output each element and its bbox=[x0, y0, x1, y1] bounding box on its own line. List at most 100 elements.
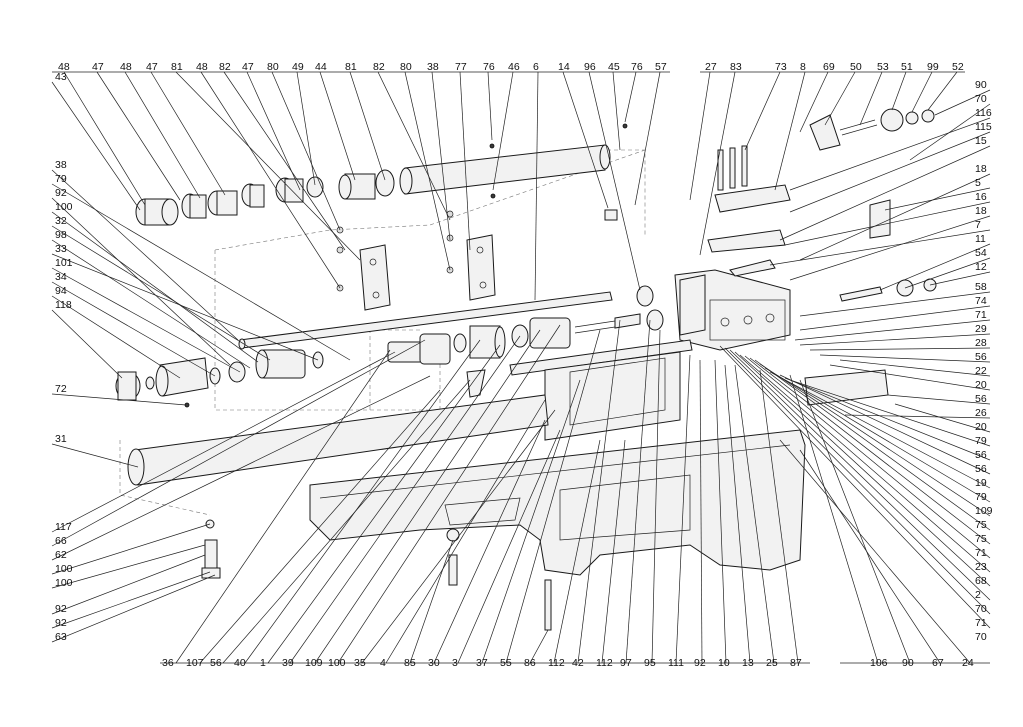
callout-label: 70 bbox=[975, 631, 987, 643]
callout-label: 66 bbox=[55, 535, 67, 547]
callout-label: 90 bbox=[975, 79, 987, 91]
callout-label: 36 bbox=[162, 657, 174, 669]
callout-label: 76 bbox=[483, 61, 495, 73]
callout-label: 29 bbox=[975, 323, 987, 335]
callout-label: 92 bbox=[694, 657, 706, 669]
callout-label: 80 bbox=[400, 61, 412, 73]
callout-label: 44 bbox=[315, 61, 327, 73]
callout-label: 100 bbox=[328, 657, 346, 669]
callout-label: 109 bbox=[975, 505, 993, 517]
callout-label: 50 bbox=[850, 61, 862, 73]
callout-label: 82 bbox=[219, 61, 231, 73]
callout-label: 49 bbox=[292, 61, 304, 73]
small-parts bbox=[201, 123, 628, 631]
callout-label: 40 bbox=[234, 657, 246, 669]
callout-label: 1 bbox=[260, 657, 266, 669]
callout-label: 101 bbox=[55, 257, 73, 269]
callout-label: 56 bbox=[975, 393, 987, 405]
callout-label: 31 bbox=[55, 433, 67, 445]
inner-barrel-part bbox=[238, 291, 613, 350]
callout-label: 112 bbox=[548, 657, 565, 669]
callout-label: 81 bbox=[171, 61, 183, 73]
callout-label: 79 bbox=[975, 435, 987, 447]
callout-label: 55 bbox=[500, 657, 512, 669]
callout-label: 35 bbox=[354, 657, 366, 669]
callout-label: 71 bbox=[975, 617, 987, 629]
callout-label: 118 bbox=[55, 299, 72, 311]
callout-label: 25 bbox=[766, 657, 778, 669]
callout-label: 117 bbox=[55, 521, 72, 533]
callout-label: 69 bbox=[823, 61, 835, 73]
callout-label: 96 bbox=[584, 61, 596, 73]
callout-label: 56 bbox=[975, 351, 987, 363]
callout-label: 87 bbox=[790, 657, 802, 669]
lower-tube-part bbox=[127, 394, 549, 486]
callout-label: 26 bbox=[975, 407, 987, 419]
callout-label: 94 bbox=[55, 285, 67, 297]
callout-label: 33 bbox=[55, 243, 67, 255]
callout-label: 112 bbox=[596, 657, 613, 669]
callout-label: 52 bbox=[952, 61, 964, 73]
muzzle-assembly-parts bbox=[115, 349, 324, 408]
callout-label: 73 bbox=[775, 61, 787, 73]
callout-label: 22 bbox=[975, 365, 987, 377]
callout-label: 70 bbox=[975, 603, 987, 615]
leader-lines bbox=[51, 71, 991, 664]
callout-label: 24 bbox=[962, 657, 974, 669]
callout-label: 109 bbox=[305, 657, 323, 669]
callout-label: 42 bbox=[572, 657, 584, 669]
callout-label: 107 bbox=[186, 657, 204, 669]
callout-label: 19 bbox=[975, 477, 987, 489]
callout-label: 8 bbox=[800, 61, 806, 73]
silencer-stack-parts bbox=[135, 169, 395, 226]
callout-label: 30 bbox=[428, 657, 440, 669]
callout-label: 28 bbox=[975, 337, 987, 349]
callout-label: 51 bbox=[901, 61, 913, 73]
callout-label: 62 bbox=[55, 549, 67, 561]
callout-label: 3 bbox=[452, 657, 458, 669]
callout-label: 27 bbox=[705, 61, 717, 73]
left-callout-labels: 4338799210032983310134941187231117666210… bbox=[55, 71, 73, 643]
callout-label: 38 bbox=[427, 61, 439, 73]
callout-label: 56 bbox=[210, 657, 222, 669]
callout-label: 53 bbox=[877, 61, 889, 73]
callout-label: 15 bbox=[975, 135, 987, 147]
callout-label: 75 bbox=[975, 533, 987, 545]
callout-label: 80 bbox=[267, 61, 279, 73]
callout-label: 100 bbox=[55, 563, 73, 575]
callout-label: 115 bbox=[975, 121, 992, 133]
callout-label: 116 bbox=[975, 107, 992, 119]
callout-label: 81 bbox=[345, 61, 357, 73]
callout-label: 90 bbox=[902, 657, 914, 669]
callout-label: 92 bbox=[55, 187, 67, 199]
callout-label: 47 bbox=[242, 61, 254, 73]
callout-label: 111 bbox=[668, 657, 684, 669]
callout-label: 92 bbox=[55, 603, 67, 615]
upper-tube-part bbox=[399, 144, 611, 195]
callout-label: 48 bbox=[58, 61, 70, 73]
callout-label: 79 bbox=[975, 491, 987, 503]
callout-label: 54 bbox=[975, 247, 987, 259]
callout-label: 85 bbox=[404, 657, 416, 669]
clamp-block-parts bbox=[336, 210, 496, 311]
callout-label: 6 bbox=[533, 61, 539, 73]
callout-label: 37 bbox=[476, 657, 488, 669]
right-callout-labels: 9070116115151851618711541258747129285622… bbox=[975, 79, 993, 643]
callout-label: 18 bbox=[975, 163, 987, 175]
callout-label: 14 bbox=[558, 61, 570, 73]
callout-label: 67 bbox=[932, 657, 944, 669]
callout-label: 48 bbox=[196, 61, 208, 73]
callout-label: 56 bbox=[975, 463, 987, 475]
callout-label: 10 bbox=[718, 657, 730, 669]
callout-label: 5 bbox=[975, 177, 981, 189]
callout-label: 16 bbox=[975, 191, 987, 203]
callout-label: 74 bbox=[975, 295, 987, 307]
callout-label: 34 bbox=[55, 271, 67, 283]
callout-label: 99 bbox=[927, 61, 939, 73]
callout-label: 82 bbox=[373, 61, 385, 73]
callout-label: 7 bbox=[975, 219, 981, 231]
callout-label: 20 bbox=[975, 379, 987, 391]
callout-label: 23 bbox=[975, 561, 987, 573]
